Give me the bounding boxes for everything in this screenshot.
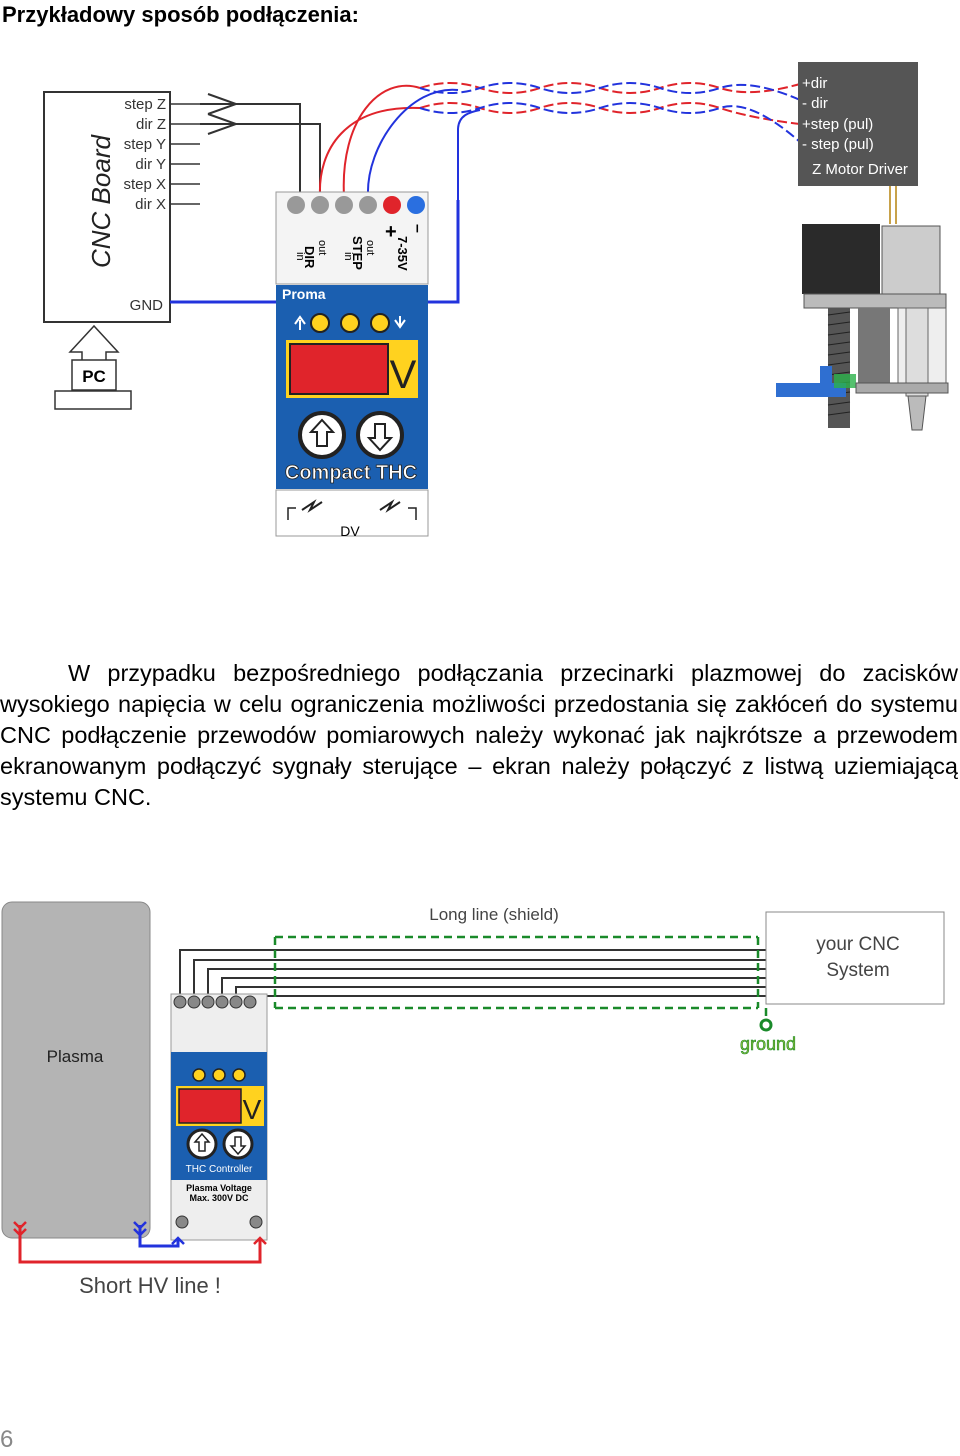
driver-line: - dir <box>802 95 828 112</box>
negative-terminal <box>407 196 425 214</box>
ground-label: ground <box>740 1034 796 1054</box>
driver-line: - step (pul) <box>802 136 874 153</box>
z-axis-mechanics <box>776 186 949 431</box>
plasma-unit: Plasma <box>1 901 151 1239</box>
arrow-up-icon <box>308 418 336 447</box>
thc-terminal-block: in out DIR in out STEP + – 7-35V <box>275 191 429 285</box>
pc-label: PC <box>82 367 106 386</box>
hv-connector-icon <box>13 1221 267 1245</box>
thc-name: Compact THC <box>285 462 417 484</box>
cnc-pin-label: step X <box>123 176 166 193</box>
thc-arrow-down-icon <box>394 316 406 329</box>
cnc-system-box: your CNC System <box>765 911 945 1005</box>
terminal-label: STEP <box>350 236 365 270</box>
cnc-pin-label: dir X <box>135 196 166 213</box>
section-heading: Przykładowy sposób podłączenia: <box>2 2 359 27</box>
arrow-up-icon <box>193 1132 211 1152</box>
pc-connection: PC <box>54 324 132 410</box>
thc-display-unit: V <box>390 353 417 397</box>
compact-thc-device: Proma V Compact THC DV <box>275 285 429 539</box>
plasma-voltage-label: Max. 300V DC <box>189 1193 249 1203</box>
thc-arrow-up-icon <box>294 315 306 330</box>
cnc-system-label: your CNC <box>816 934 899 955</box>
terminal-label: out <box>316 240 328 255</box>
cnc-pin-label: step Y <box>124 136 166 153</box>
terminal-label: in <box>294 252 306 261</box>
z-motor-driver: +dir - dir +step (pul) - step (pul) Z Mo… <box>798 62 918 186</box>
cnc-board: CNC Board step Z dir Z step Y dir Y step… <box>43 91 200 323</box>
cnc-pin-label: step Z <box>124 96 166 113</box>
wiring-diagram-2: Plasma Long line (shield) ground your CN… <box>1 901 945 1298</box>
terminal-label: DIR <box>302 246 317 269</box>
driver-title: Z Motor Driver <box>812 161 908 178</box>
thc-brand: Proma <box>282 286 326 302</box>
long-line-label: Long line (shield) <box>429 905 558 924</box>
page-number: 6 <box>0 1426 14 1453</box>
thc-controller-label: THC Controller <box>186 1164 253 1175</box>
positive-terminal <box>383 196 401 214</box>
cnc-board-title: CNC Board <box>86 134 116 268</box>
plasma-voltage-label: Plasma Voltage <box>186 1183 252 1193</box>
gnd-label: GND <box>130 297 164 314</box>
terminal-label: out <box>364 240 376 255</box>
arrow-down-icon <box>229 1136 247 1156</box>
body-paragraph: W przypadku bezpośredniego podłączania p… <box>0 660 958 810</box>
wiring-diagram-1: CNC Board step Z dir Z step Y dir Y step… <box>43 62 949 539</box>
cnc-pin-label: dir Z <box>136 116 166 133</box>
driver-line: +dir <box>802 75 827 92</box>
terminal-label: – <box>409 224 426 233</box>
terminal-label: 7-35V <box>395 236 410 271</box>
thc-bottom-label: DV <box>340 523 360 539</box>
arrow-down-icon <box>366 423 394 452</box>
terminal-label: in <box>342 252 354 261</box>
display-unit: V <box>243 1094 262 1125</box>
terminal-label: + <box>385 221 397 243</box>
thc-controller: V THC Controller Plasma Voltage Max. 300… <box>170 993 268 1241</box>
short-hv-label: Short HV line ! <box>79 1273 221 1298</box>
cnc-pin-label: dir Y <box>135 156 166 173</box>
cnc-system-label: System <box>826 960 889 981</box>
ground-point <box>759 1018 773 1032</box>
plasma-label: Plasma <box>47 1047 104 1066</box>
driver-line: +step (pul) <box>802 116 873 133</box>
